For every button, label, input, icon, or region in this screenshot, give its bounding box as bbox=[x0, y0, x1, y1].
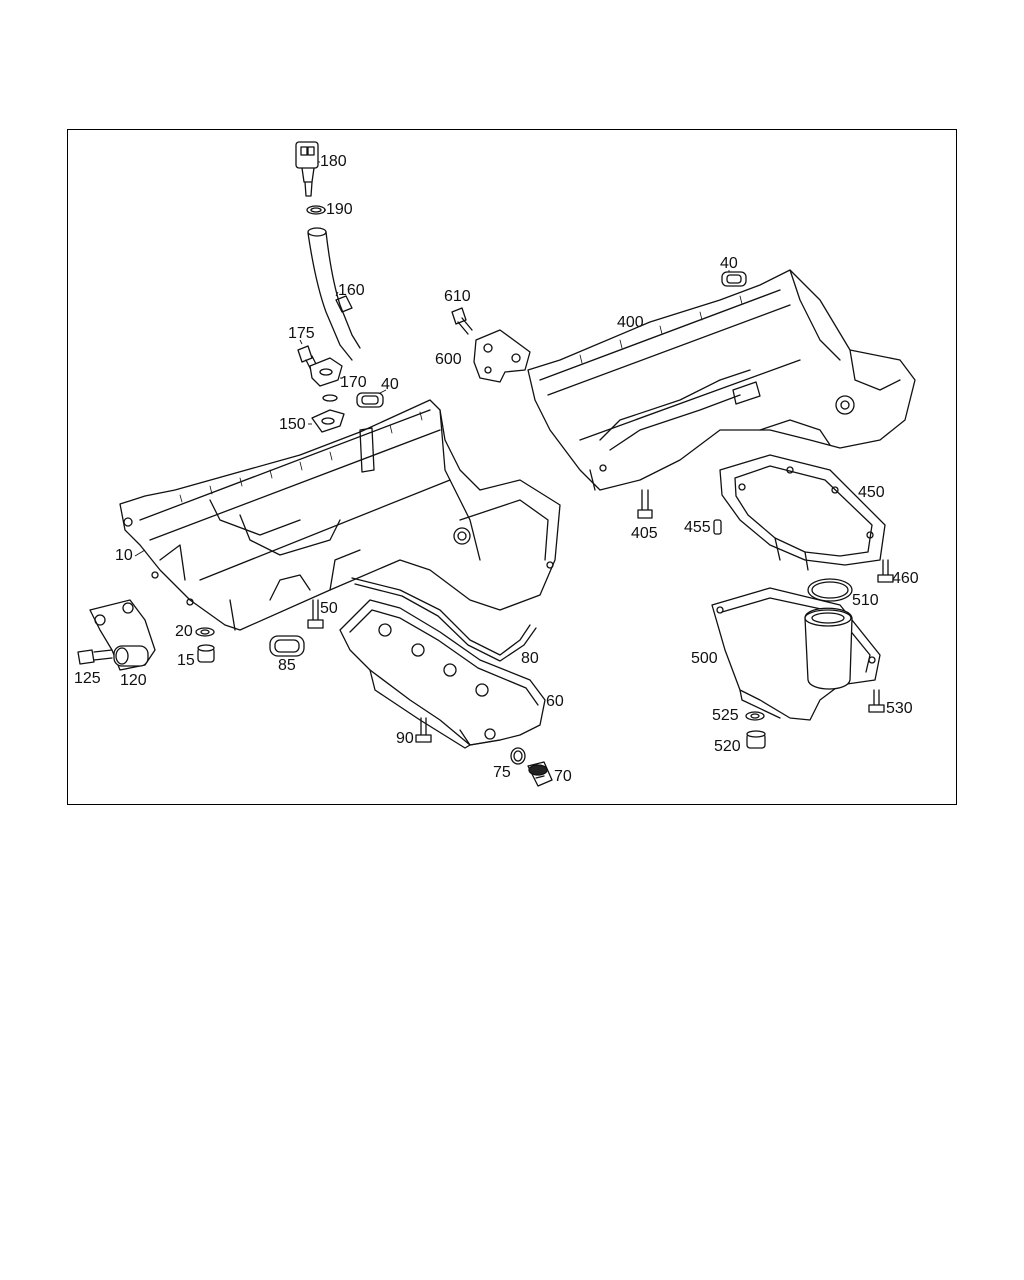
part-160-guide-tube bbox=[307, 227, 361, 361]
callout-600: 600 bbox=[435, 351, 462, 368]
part-40-gasket-right bbox=[721, 271, 747, 287]
part-125-bolt bbox=[77, 649, 113, 665]
callout-80: 80 bbox=[521, 650, 539, 667]
part-525-washer bbox=[745, 711, 765, 721]
part-400-upper-oil-pan bbox=[527, 269, 916, 491]
part-190-oring bbox=[306, 205, 326, 215]
callout-160: 160 bbox=[338, 282, 365, 299]
part-530-bolt bbox=[868, 689, 885, 713]
callout-40-left: 40 bbox=[381, 376, 399, 393]
part-610-bolt bbox=[451, 307, 473, 335]
callout-150: 150 bbox=[279, 416, 306, 433]
callout-10: 10 bbox=[115, 547, 133, 564]
callout-180: 180 bbox=[320, 153, 347, 170]
callout-20: 20 bbox=[175, 623, 193, 640]
part-520-plug bbox=[746, 730, 766, 749]
callout-525: 525 bbox=[712, 707, 739, 724]
part-405-bolt bbox=[637, 489, 653, 519]
callout-90: 90 bbox=[396, 730, 414, 747]
callout-60: 60 bbox=[546, 693, 564, 710]
part-500-lower-oil-pan bbox=[711, 587, 881, 721]
part-50-bolt bbox=[307, 599, 324, 629]
callout-85: 85 bbox=[278, 657, 296, 674]
callout-190: 190 bbox=[326, 201, 353, 218]
callout-175: 175 bbox=[288, 325, 315, 342]
part-460-bolt bbox=[877, 559, 894, 583]
part-80-gasket bbox=[351, 577, 537, 662]
leader-lines bbox=[134, 161, 730, 557]
part-75-washer bbox=[510, 747, 526, 765]
callout-610: 610 bbox=[444, 288, 471, 305]
part-60-lower-oil-pan bbox=[339, 599, 546, 749]
part-40-gasket-left bbox=[356, 392, 384, 408]
part-450-frame bbox=[719, 454, 886, 571]
part-15-plug bbox=[197, 644, 215, 663]
callout-500: 500 bbox=[691, 650, 718, 667]
part-455-dowel bbox=[713, 519, 722, 535]
part-510-oring bbox=[807, 578, 853, 602]
part-170-seal bbox=[309, 357, 343, 402]
part-120-bracket bbox=[89, 599, 156, 671]
callout-125: 125 bbox=[74, 670, 101, 687]
callout-450: 450 bbox=[858, 484, 885, 501]
callout-520: 520 bbox=[714, 738, 741, 755]
callout-170: 170 bbox=[340, 374, 367, 391]
part-180-sensor bbox=[295, 141, 319, 197]
part-10-upper-oil-pan bbox=[119, 399, 561, 631]
callout-15: 15 bbox=[177, 652, 195, 669]
callout-405: 405 bbox=[631, 525, 658, 542]
callout-530: 530 bbox=[886, 700, 913, 717]
callout-120: 120 bbox=[120, 672, 147, 689]
callout-40-right: 40 bbox=[720, 255, 738, 272]
part-150-seal bbox=[311, 409, 345, 433]
callout-75: 75 bbox=[493, 764, 511, 781]
callout-70: 70 bbox=[554, 768, 572, 785]
part-85-gasket bbox=[269, 635, 305, 657]
part-70-drain-plug bbox=[527, 761, 553, 787]
callout-400: 400 bbox=[617, 314, 644, 331]
callout-50: 50 bbox=[320, 600, 338, 617]
callout-510: 510 bbox=[852, 592, 879, 609]
callout-455: 455 bbox=[684, 519, 711, 536]
part-600-bracket bbox=[473, 329, 531, 383]
part-20-washer bbox=[195, 627, 215, 637]
callout-460: 460 bbox=[892, 570, 919, 587]
part-90-bolt bbox=[415, 717, 432, 743]
